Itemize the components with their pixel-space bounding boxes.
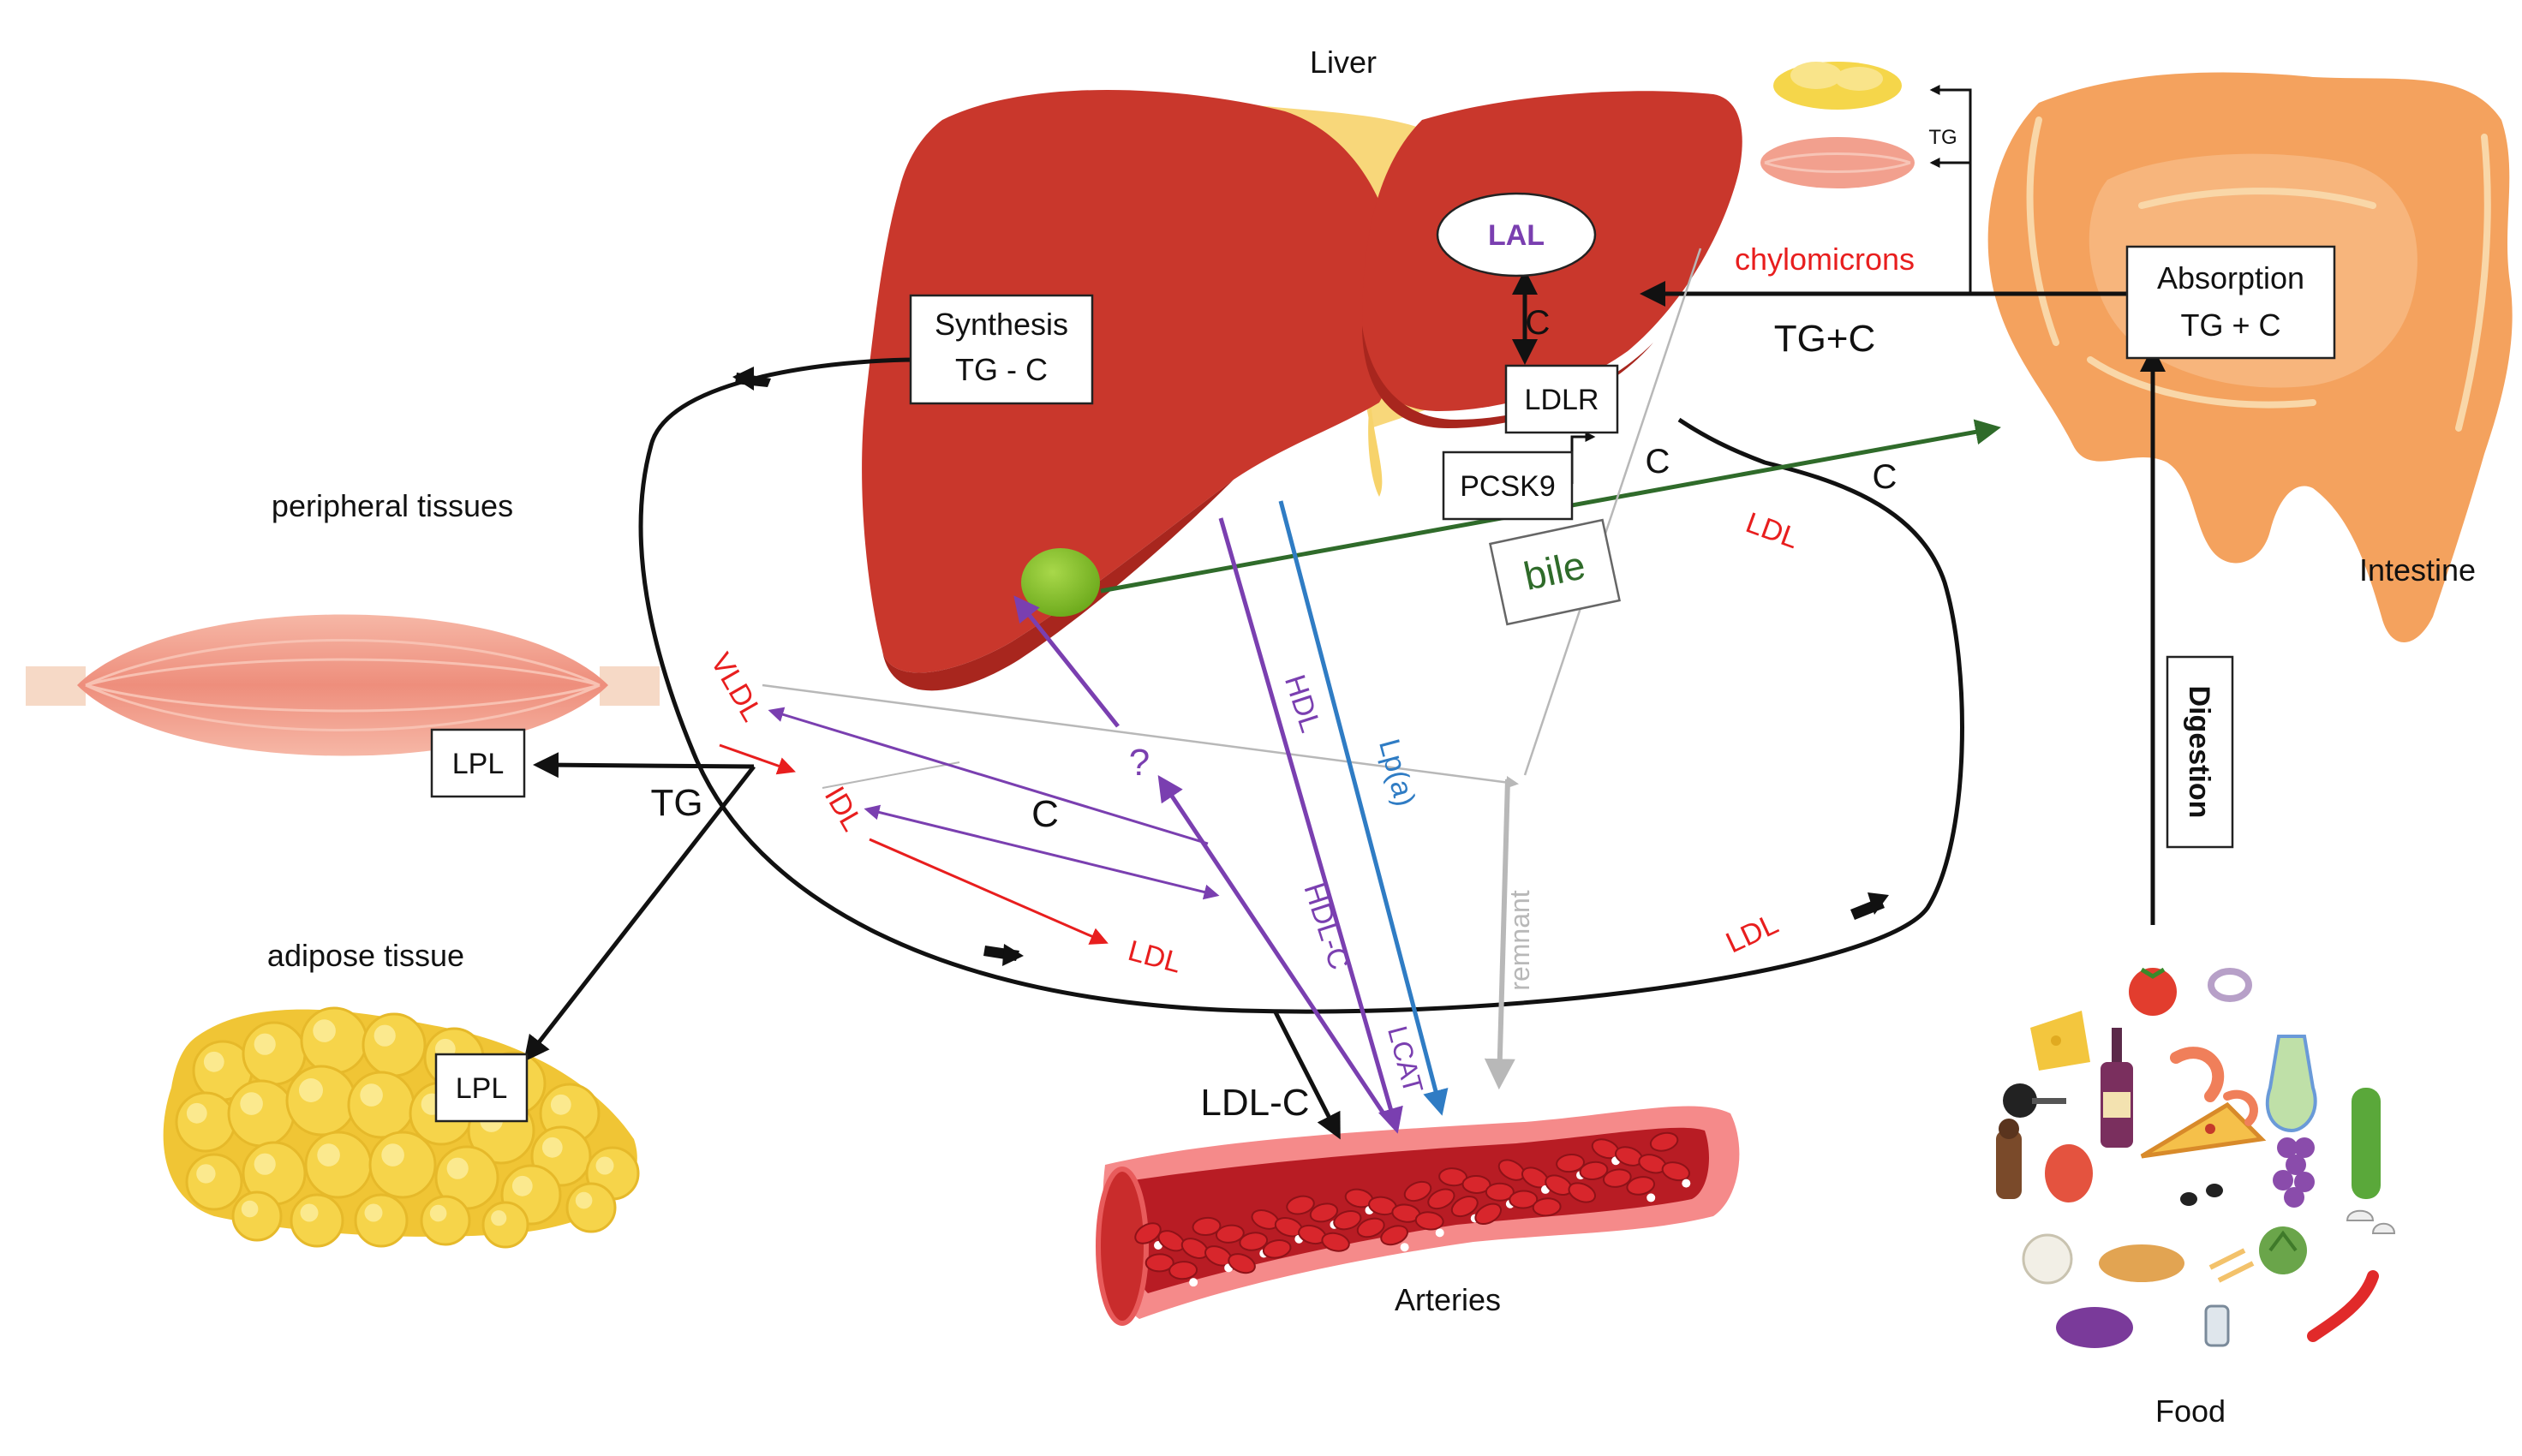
small-muscle-icon <box>1760 137 1915 188</box>
peripheral-tissues-label: peripheral tissues <box>272 488 513 523</box>
lipoprotein-cycle-path <box>638 357 1964 1014</box>
tg-c-label: TG+C <box>1774 318 1876 360</box>
absorption-label: Absorption <box>2157 260 2304 295</box>
adipose-cells <box>175 1006 640 1249</box>
food-illustration <box>1996 967 2396 1348</box>
lal-label: LAL <box>1488 219 1545 252</box>
lpl-muscle-box: LPL <box>430 728 526 798</box>
ldlr-box: LDLR <box>1504 364 1619 434</box>
absorption-subtitle: TG + C <box>2180 307 2280 343</box>
lpl-muscle-label: LPL <box>452 748 505 780</box>
adipose-tissue-label: adipose tissue <box>267 938 464 973</box>
ldlr-label: LDLR <box>1525 384 1599 416</box>
ldl-lower-right-label: LDL <box>1721 908 1784 960</box>
lpa-label: Lp(a) <box>1372 736 1421 810</box>
c-exchange-label: C <box>1031 793 1059 835</box>
food-label: Food <box>2155 1393 2226 1429</box>
ldl-c-label: LDL-C <box>1200 1082 1309 1124</box>
red-blood-cells <box>1134 1131 1691 1287</box>
remnant-label: remnant <box>1504 890 1535 991</box>
ldl-upper-label: LDL <box>1742 506 1803 555</box>
question-label: ? <box>1129 742 1150 784</box>
hdl-c-label: HDL-C <box>1297 879 1355 974</box>
intestine-label: Intestine <box>2359 552 2476 588</box>
pcsk9-label: PCSK9 <box>1460 470 1556 503</box>
arteries-label: Arteries <box>1395 1282 1501 1317</box>
pcsk9-box: PCSK9 <box>1442 451 1574 521</box>
chylomicrons-label: chylomicrons <box>1735 242 1915 277</box>
absorption-box: Absorption TG + C <box>2125 245 2336 360</box>
synthesis-subtitle: TG - C <box>955 352 1048 387</box>
lpl-adipose-box: LPL <box>434 1053 529 1123</box>
hdl-label: HDL <box>1278 671 1327 736</box>
c-lal-label: C <box>1526 304 1551 342</box>
muscle-tissue <box>26 614 660 756</box>
lal-ellipse: LAL <box>1436 192 1597 277</box>
synthesis-label: Synthesis <box>935 307 1068 342</box>
digestion-label: Digestion <box>2183 686 2215 819</box>
c-bile-label: C <box>1873 458 1897 496</box>
gallbladder-icon <box>1021 548 1100 617</box>
digestion-box: Digestion <box>2166 655 2234 849</box>
c-ldlr-label: C <box>1646 443 1670 480</box>
small-fat-icon <box>1773 62 1902 110</box>
vldl-label: VLDL <box>704 647 768 727</box>
tg-small-label: TG <box>1928 126 1957 149</box>
ldl-lower-left-label: LDL <box>1125 934 1185 980</box>
liver-label: Liver <box>1310 45 1377 80</box>
idl-label: IDL <box>818 781 869 837</box>
tg-tissue-label: TG <box>650 782 702 824</box>
bile-box: bile <box>1489 518 1621 626</box>
lpl-adipose-label: LPL <box>456 1072 508 1105</box>
synthesis-box: Synthesis TG - C <box>909 294 1094 405</box>
